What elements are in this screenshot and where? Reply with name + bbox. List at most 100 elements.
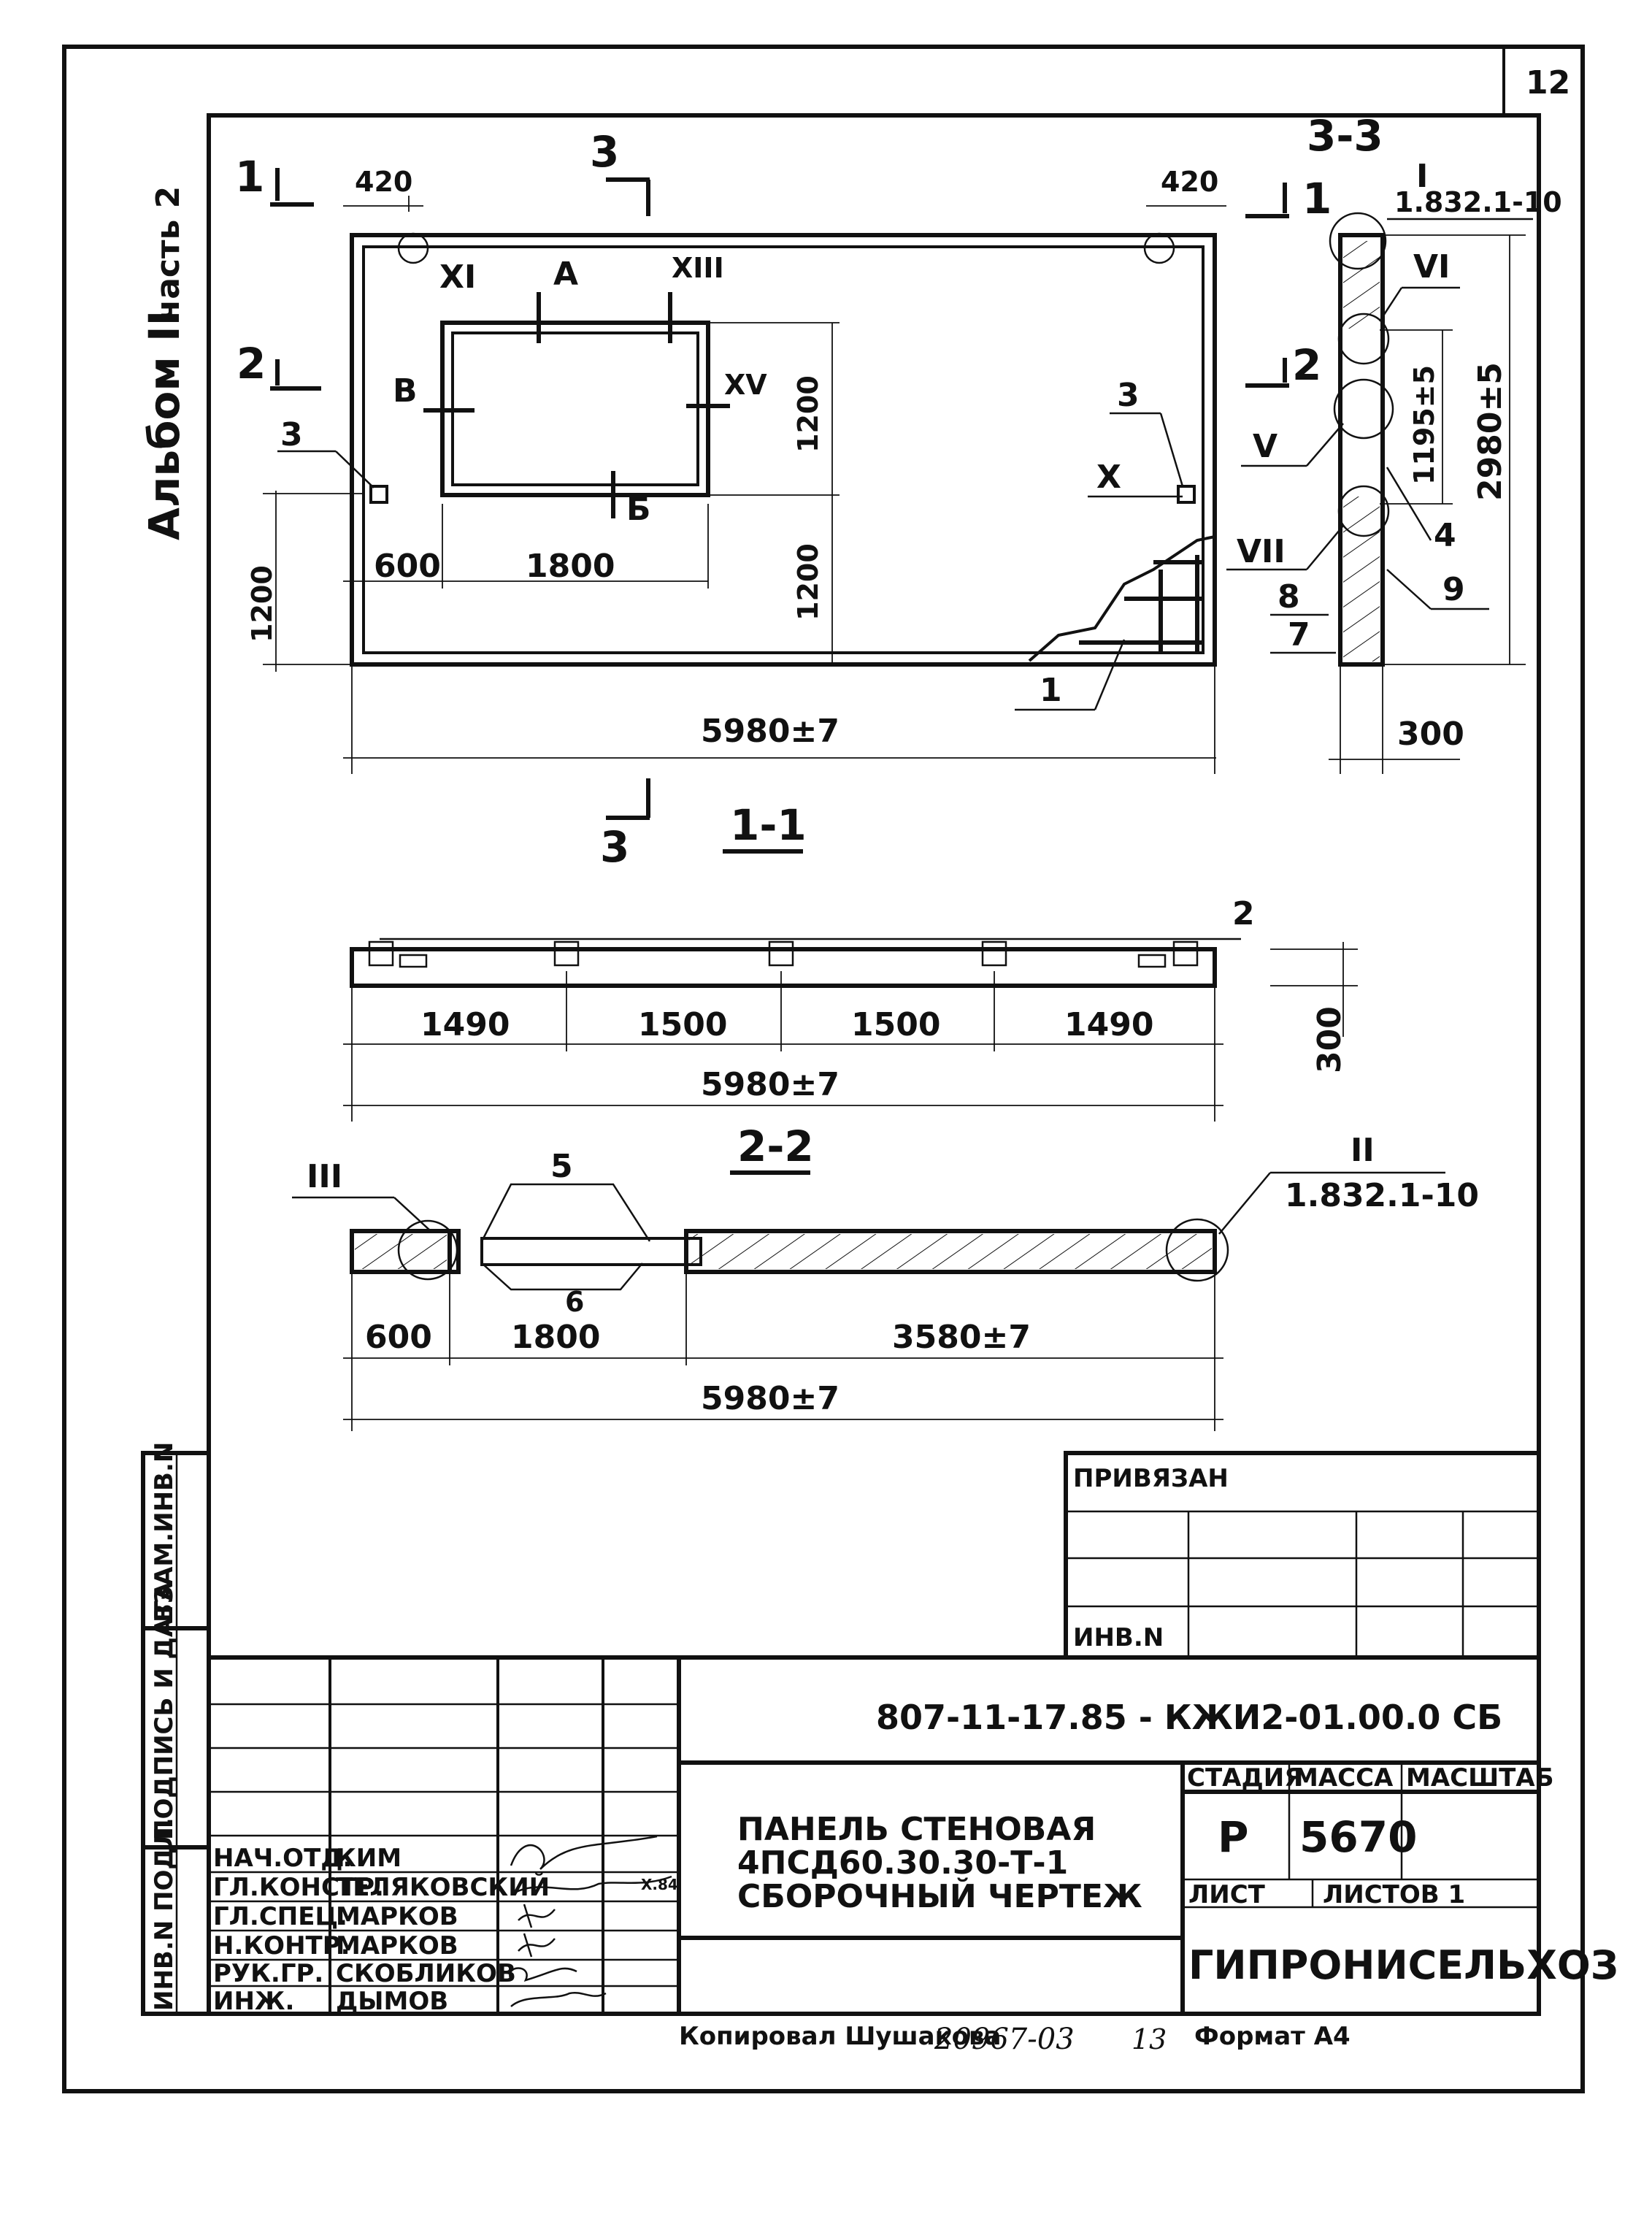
section-1-1-title: 1-1 bbox=[730, 800, 807, 850]
section-2-2-dim-opening: 1800 bbox=[511, 1319, 600, 1356]
side-podpis: ПОДПИСЬ И ДАТА bbox=[150, 1582, 179, 1840]
section-1-1-span-1: 1490 bbox=[420, 1006, 510, 1043]
name-4: МАРКОВ bbox=[336, 1931, 458, 1960]
plan-mark-3-right: 3 bbox=[1117, 377, 1140, 414]
window-opening bbox=[440, 321, 710, 497]
node-II: II bbox=[1351, 1132, 1375, 1169]
signatures bbox=[509, 1835, 672, 2007]
role-6: ИНЖ. bbox=[213, 1987, 294, 2016]
opening-offset-dim: 600 bbox=[374, 548, 441, 585]
section-mark-1-left: 1 bbox=[235, 152, 264, 202]
section-mark-2-right: 2 bbox=[1292, 340, 1321, 390]
copied-by: Копировал Шушакова bbox=[679, 2022, 1001, 2051]
plan-view: 1 1 2 2 3 3 5980±7 600 1800 420 420 bbox=[235, 127, 1332, 872]
right-offset-dim: 420 bbox=[1161, 166, 1218, 198]
role-1: НАЧ.ОТД. bbox=[213, 1844, 352, 1873]
order-number: 20967-03 bbox=[934, 2023, 1075, 2056]
organization: ГИПРОНИСЕЛЬХОЗ bbox=[1188, 1942, 1618, 1988]
section-3-3-mark-4: 4 bbox=[1434, 517, 1456, 554]
name-2: ТЕЛЯКОВСКИЙ bbox=[336, 1872, 550, 1902]
album-label: Альбом II bbox=[139, 310, 189, 540]
node-X: X bbox=[1096, 459, 1121, 496]
section-3-3-mark-9: 9 bbox=[1442, 571, 1465, 608]
privyazan-block: ПРИВЯЗАН ИНВ.N bbox=[1064, 1451, 1541, 1660]
scale-header: МАСШТАБ bbox=[1406, 1763, 1554, 1793]
section-2-2-title: 2-2 bbox=[737, 1122, 814, 1171]
section-3-3: 3-3 2980±5 1195±5 300 I 1.832.1-10 VI V bbox=[1226, 111, 1562, 774]
section-1-1: 1-1 2 1490 1500 1500 1490 5980±7 300 bbox=[343, 800, 1358, 1122]
section-3-3-title: 3-3 bbox=[1307, 111, 1383, 161]
section-1-1-span-3: 1500 bbox=[851, 1006, 940, 1043]
section-2-2-dim-right: 3580±7 bbox=[892, 1319, 1031, 1356]
section-mark-1-right: 1 bbox=[1302, 174, 1332, 223]
plan-mark-3-left: 3 bbox=[280, 416, 303, 453]
format-label: Формат А4 bbox=[1194, 2022, 1351, 2051]
date-note: X.84 bbox=[641, 1876, 678, 1893]
role-4: Н.КОНТР. bbox=[213, 1931, 350, 1960]
section-2-2: 2-2 III II 1.832.1-10 5 6 600 1800 3580±… bbox=[292, 1122, 1479, 1431]
sheet-number: 12 bbox=[1526, 64, 1570, 101]
part-label: часть 2 bbox=[150, 186, 187, 321]
section-2-2-total: 5980±7 bbox=[701, 1380, 840, 1417]
footer: Копировал Шушакова 20967-03 13 Формат А4 bbox=[679, 2022, 1351, 2056]
section-3-3-inner-height: 1195±5 bbox=[1408, 365, 1440, 485]
outer-frame bbox=[62, 45, 1585, 2093]
stage-value: Р bbox=[1218, 1812, 1249, 1862]
name-3: МАРКОВ bbox=[336, 1902, 458, 1931]
sill-height-dim: 1200 bbox=[792, 543, 824, 621]
section-3-3-ref: 1.832.1-10 bbox=[1394, 186, 1562, 218]
section-mark-3-top: 3 bbox=[590, 127, 619, 177]
page-number: 13 bbox=[1132, 2023, 1167, 2055]
node-III: III bbox=[307, 1158, 342, 1195]
mark-B: Б bbox=[626, 491, 651, 528]
inv-n-label: ИНВ.N bbox=[1073, 1623, 1164, 1652]
title-block: НАЧ.ОТД. КИМ ГЛ.КОНСТР. ТЕЛЯКОВСКИЙ ГЛ.С… bbox=[207, 1655, 1618, 2016]
panel-outline bbox=[350, 233, 1217, 667]
node-XV: XV bbox=[724, 369, 767, 401]
section-2-2-dim-left: 600 bbox=[365, 1319, 432, 1356]
side-stamp: ИНВ.N ПОДЛ. ПОДПИСЬ И ДАТА ВЗАМ.ИНВ.N bbox=[141, 1442, 211, 2016]
section-3-3-mark-7: 7 bbox=[1288, 616, 1310, 653]
section-3-3-height: 2980±5 bbox=[1472, 362, 1509, 501]
section-3-3-mark-8: 8 bbox=[1278, 578, 1300, 616]
side-vzam: ВЗАМ.ИНВ.N bbox=[150, 1442, 179, 1622]
section-mark-2-left: 2 bbox=[237, 339, 266, 388]
sheet-label: ЛИСТ bbox=[1188, 1880, 1266, 1909]
sheets-label: ЛИСТОВ 1 bbox=[1323, 1880, 1465, 1909]
node-VI: VI bbox=[1413, 248, 1450, 285]
opening-height-dim: 1200 bbox=[792, 375, 824, 453]
section-1-1-mark-2: 2 bbox=[1232, 895, 1255, 932]
doc-code: 807-11-17.85 - КЖИ2-01.00.0 СБ bbox=[876, 1698, 1502, 1737]
role-3: ГЛ.СПЕЦ. bbox=[213, 1902, 347, 1931]
stage-header: СТАДИЯ bbox=[1187, 1763, 1303, 1793]
role-5: РУК.ГР. bbox=[213, 1959, 323, 1988]
title-line-1: ПАНЕЛЬ СТЕНОВАЯ bbox=[737, 1811, 1096, 1848]
left-height-dim: 1200 bbox=[246, 565, 278, 643]
section-2-2-mark-6: 6 bbox=[565, 1286, 584, 1318]
mass-value: 5670 bbox=[1299, 1812, 1417, 1862]
role-2: ГЛ.КОНСТР. bbox=[213, 1873, 384, 1902]
section-1-1-thickness: 300 bbox=[1311, 1006, 1348, 1073]
plan-width-dim: 5980±7 bbox=[701, 713, 840, 750]
mass-header: МАССА bbox=[1294, 1763, 1394, 1793]
section-3-3-thickness: 300 bbox=[1397, 716, 1464, 753]
title-line-3: СБОРОЧНЫЙ ЧЕРТЕЖ bbox=[737, 1877, 1142, 1915]
node-XIII: XIII bbox=[672, 252, 724, 284]
node-I: I bbox=[1416, 158, 1428, 195]
section-1-1-span-2: 1500 bbox=[638, 1006, 727, 1043]
section-mark-3-bottom: 3 bbox=[600, 822, 629, 872]
section-1-1-total: 5980±7 bbox=[701, 1066, 840, 1103]
node-VII: VII bbox=[1237, 533, 1286, 570]
section-2-2-ref: 1.832.1-10 bbox=[1285, 1177, 1479, 1214]
name-1: КИМ bbox=[336, 1844, 402, 1873]
mark-V: В bbox=[393, 372, 418, 410]
name-6: ДЫМОВ bbox=[336, 1987, 448, 2016]
section-1-1-span-4: 1490 bbox=[1064, 1006, 1153, 1043]
mark-A: А bbox=[553, 256, 578, 293]
plan-mark-1: 1 bbox=[1040, 672, 1062, 709]
side-inv-podl: ИНВ.N ПОДЛ. bbox=[150, 1817, 179, 2011]
node-XI: XI bbox=[439, 258, 476, 296]
left-offset-dim: 420 bbox=[355, 166, 412, 198]
privyazan-label: ПРИВЯЗАН bbox=[1073, 1464, 1229, 1493]
